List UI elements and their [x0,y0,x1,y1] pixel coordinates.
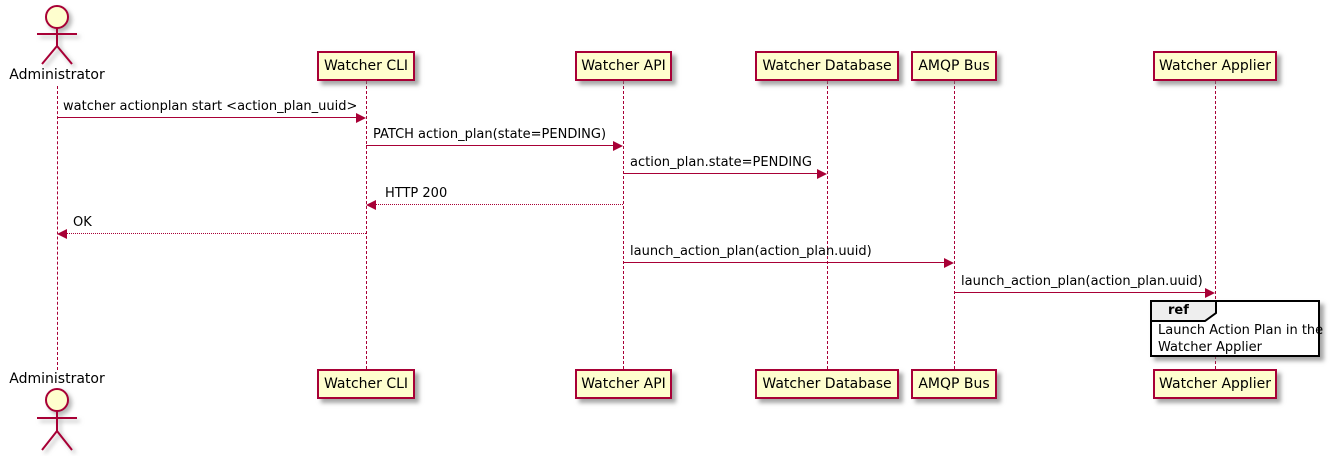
participant-box-watcher-cli-top: Watcher CLI [317,51,415,81]
participant-box-amqp-bus-bottom: AMQP Bus [911,369,997,399]
arrowhead-icon [613,141,623,151]
message-label-http-200: HTTP 200 [385,186,448,201]
actor-icon-top [37,5,77,65]
message-arrow-launch-action-plan-amqp [954,292,1206,293]
lifeline-watcher-cli [366,81,367,369]
lifeline-watcher-applier [1215,81,1216,369]
message-arrow-patch-action-plan [366,145,614,146]
message-arrow-launch-action-plan-api [623,262,945,263]
ref-fragment: ref Launch Action Plan in the Watcher Ap… [1150,300,1323,357]
arrowhead-icon [944,258,954,268]
message-label-launch-action-plan-amqp: launch_action_plan(action_plan.uuid) [961,274,1203,289]
participant-box-watcher-database-bottom: Watcher Database [755,369,899,399]
message-label-state-pending: action_plan.state=PENDING [630,155,812,170]
message-label-actionplan-start: watcher actionplan start <action_plan_uu… [63,99,358,114]
lifeline-watcher-api [623,81,624,369]
participant-box-watcher-applier-top: Watcher Applier [1153,51,1277,81]
ref-text-line-2: Watcher Applier [1158,340,1262,355]
message-label-patch-action-plan: PATCH action_plan(state=PENDING) [373,127,607,142]
lifeline-administrator [57,86,58,370]
participant-box-watcher-database-top: Watcher Database [755,51,899,81]
message-label-ok: OK [73,215,92,230]
message-return-ok [67,233,366,234]
message-label-launch-action-plan-api: launch_action_plan(action_plan.uuid) [630,244,872,259]
arrowhead-icon [366,200,376,210]
participant-box-amqp-bus-top: AMQP Bus [911,51,997,81]
ref-header-shape-icon [1150,300,1217,322]
arrowhead-icon [356,113,366,123]
arrowhead-icon [817,169,827,179]
actor-icon-bottom [37,388,77,451]
message-arrow-actionplan-start [57,117,357,118]
message-arrow-state-pending [623,173,818,174]
arrowhead-icon [57,229,67,239]
actor-label-bottom: Administrator [9,371,105,387]
ref-text: Launch Action Plan in the Watcher Applie… [1158,322,1323,356]
lifeline-watcher-database [827,81,828,369]
participant-box-watcher-api-bottom: Watcher API [575,369,672,399]
arrowhead-icon [1205,288,1215,298]
participant-box-watcher-applier-bottom: Watcher Applier [1153,369,1277,399]
actor-label-top: Administrator [9,67,105,83]
participant-box-watcher-cli-bottom: Watcher CLI [317,369,415,399]
ref-text-line-1: Launch Action Plan in the [1158,323,1324,338]
participant-box-watcher-api-top: Watcher API [575,51,672,81]
ref-keyword: ref [1168,303,1189,318]
message-return-http-200 [376,204,623,205]
lifeline-amqp-bus [954,81,955,369]
